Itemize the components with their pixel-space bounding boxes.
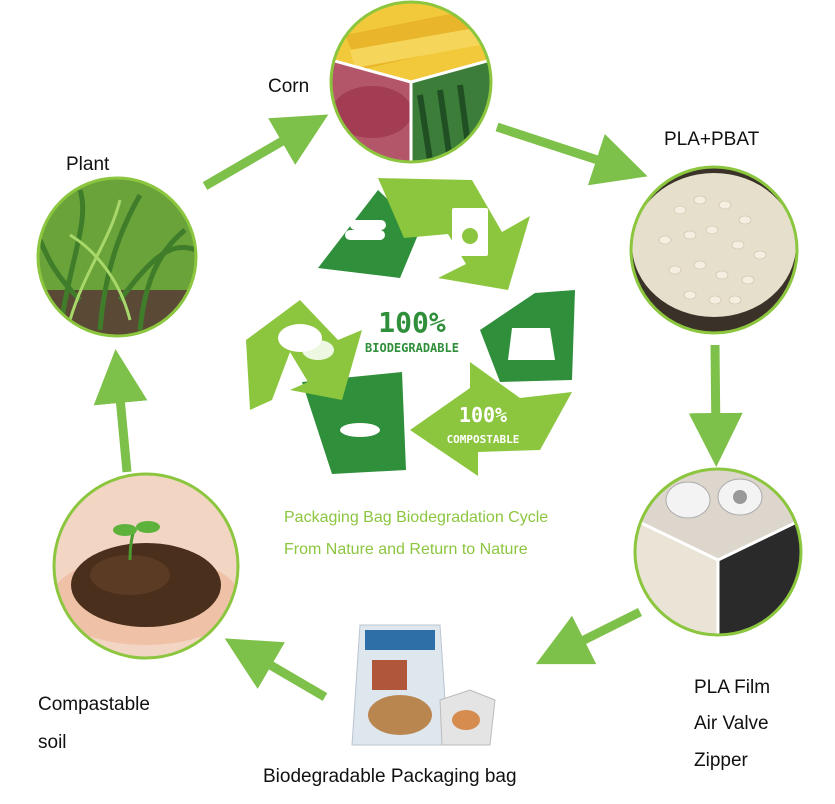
arrow-pla-to-film — [688, 344, 743, 467]
arrow-plant-to-corn — [202, 114, 329, 190]
arrow-soil-to-plant — [93, 349, 148, 473]
plant-label: Plant — [66, 154, 110, 175]
pellets-photo — [631, 167, 797, 333]
arrow-corn-to-pla — [495, 122, 648, 186]
pla-pbat-label: PLA+PBAT — [664, 129, 760, 150]
caption-line-2: From Nature and Return to Nature — [284, 541, 528, 558]
air-valve-label: Air Valve — [694, 713, 769, 734]
pla-film-label: PLA Film — [694, 677, 771, 698]
packaging-bag-photo — [351, 624, 496, 746]
biodegradable-number: 100% — [378, 306, 446, 339]
bag-label: Biodegradable Packaging bag — [263, 766, 517, 787]
soil-photo — [54, 474, 238, 658]
caption-line-1: Packaging Bag Biodegradation Cycle — [284, 509, 549, 526]
corn-label: Corn — [268, 76, 310, 97]
arrow-film-to-bag — [535, 607, 643, 665]
compastable-label: Compastable — [38, 694, 150, 715]
arrow-bag-to-soil — [224, 638, 328, 701]
left-arrow — [246, 300, 362, 410]
film-photo — [635, 469, 801, 635]
soil-label: soil — [38, 732, 67, 753]
recycle-symbol: 100% BIODEGRADABLE 100% COMPOSTABLE — [246, 178, 575, 476]
zipper-label: Zipper — [694, 750, 748, 771]
biodegradable-word: BIODEGRADABLE — [365, 341, 459, 355]
bottom-arrow — [410, 362, 572, 476]
compostable-word: COMPOSTABLE — [447, 433, 520, 446]
soil-card — [302, 372, 406, 474]
cycle-arrows — [93, 114, 743, 701]
plant-photo — [38, 178, 196, 336]
compostable-number: 100% — [459, 403, 507, 427]
